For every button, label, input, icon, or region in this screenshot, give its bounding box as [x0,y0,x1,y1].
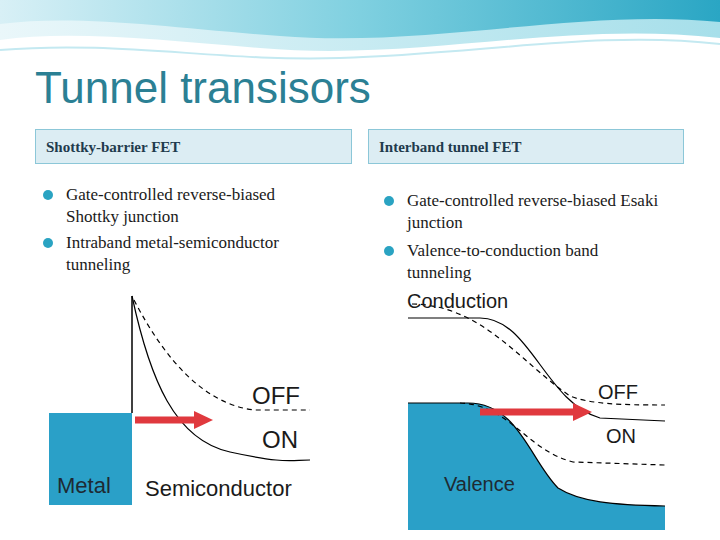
state-label: OFF [598,380,638,404]
state-label: ON [606,424,636,448]
swoosh-line [0,40,720,59]
valence-fill [408,403,665,530]
section-header: Shottky-barrier FET [35,129,352,164]
barrier-wall [131,296,133,413]
valence-edge-off [460,403,665,465]
tunnel-arrowhead [573,403,592,421]
bullet-text: Valence-to-conduction band tunneling [407,240,665,284]
valence-region: Valence [408,398,665,530]
tunnel-arrow [480,409,575,416]
section-header: Interband tunnel FET [368,129,684,164]
tunnel-arrowhead [194,411,213,429]
band-on [132,296,310,461]
metal-region: Metal [49,413,132,505]
bullet-text: Intraband metal-semiconductor tunneling [66,232,328,276]
top-swoosh [0,0,720,38]
state-label: ON [262,426,298,454]
bullet-dot [43,190,53,200]
header-text: Interband tunnel FET [379,138,522,156]
conduction-off [412,304,665,405]
bullet-text: Gate-controlled reverse-biased Shottky j… [66,184,328,228]
slide-title: Tunnel transisors [35,62,371,115]
header-text: Shottky-barrier FET [46,138,180,156]
bullet-dot [384,196,394,206]
tunnel-arrow [135,417,196,424]
region-label: Semiconductor [145,476,292,502]
valence-edge-on [408,403,665,506]
top-swoosh [0,0,720,51]
region-label: Valence [444,472,515,496]
band-label: Conduction [407,289,508,313]
valence-shape [408,398,665,530]
band-off [134,300,310,410]
bullet-dot [43,238,53,248]
state-label: OFF [252,382,300,410]
region-label: Metal [57,473,111,499]
bullet-dot [384,246,394,256]
bullet-text: Gate-controlled reverse-biased Esaki jun… [407,190,665,234]
